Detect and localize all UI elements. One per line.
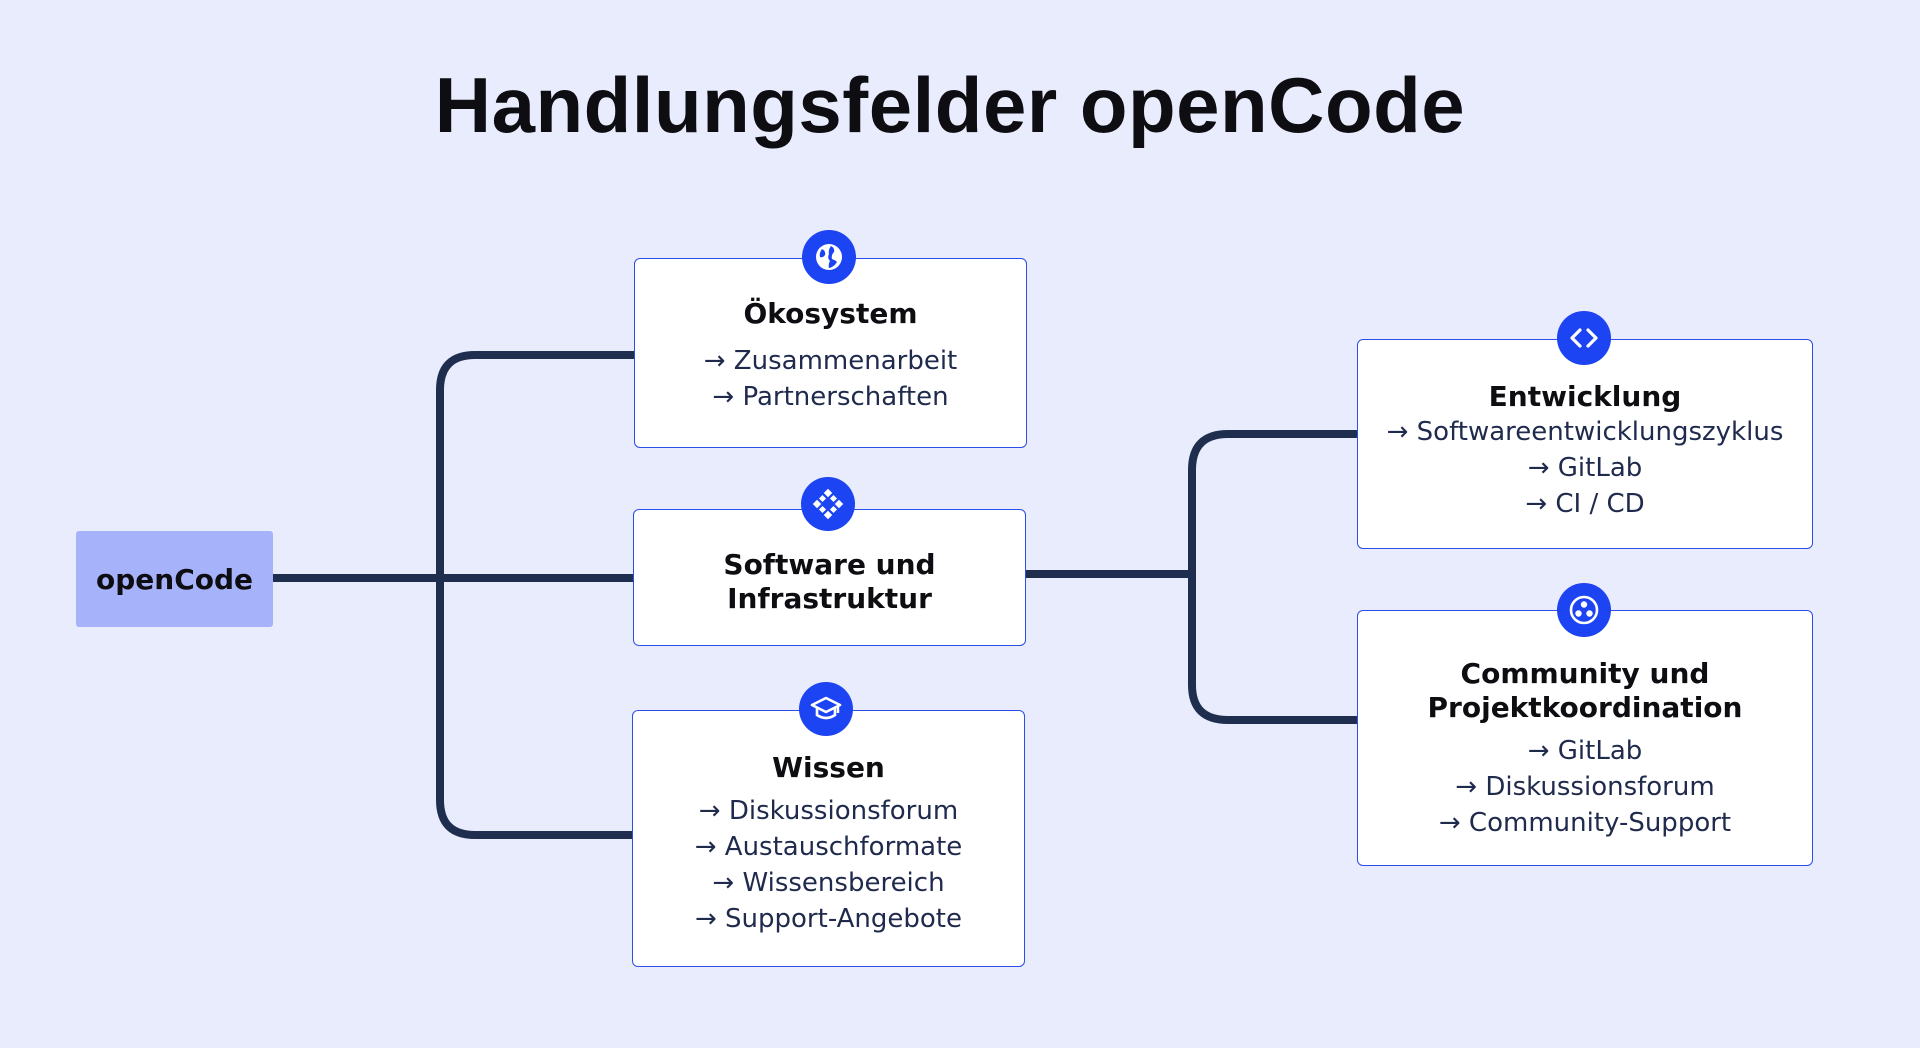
node-wissen-item: → Support-Angebote [694,904,962,934]
node-wissen-item: → Diskussionsforum [698,796,959,826]
globe-icon [802,230,856,284]
node-community-title-line1: Community und [1460,657,1710,690]
node-community-item: → GitLab [1527,736,1643,766]
community-icon [1557,583,1611,637]
node-community-projektkoordination[interactable]: Community und Projektkoordination → GitL… [1357,610,1813,866]
node-software-title-line1: Software und [723,548,936,581]
node-wissen[interactable]: Wissen → Diskussionsforum → Austauschfor… [632,710,1025,967]
connector-branch-left [436,351,638,839]
node-entwicklung-title: Entwicklung [1488,380,1682,413]
node-wissen-item: → Wissensbereich [712,868,945,898]
node-oekosystem-item: → Partnerschaften [712,382,949,412]
node-community-item: → Community-Support [1438,808,1732,838]
node-oekosystem-title: Ökosystem [743,297,918,330]
node-software-infrastruktur[interactable]: Software und Infrastruktur [633,509,1026,646]
node-entwicklung-item: → CI / CD [1525,489,1645,519]
node-wissen-title: Wissen [772,751,885,784]
root-node-opencode[interactable]: openCode [76,531,273,627]
code-icon [1557,311,1611,365]
node-community-title-line2: Projektkoordination [1427,691,1743,724]
structure-icon [801,477,855,531]
root-node-label: openCode [95,562,254,596]
diagram-title: Handlungsfelder openCode [434,61,1466,149]
node-entwicklung-item: → Softwareentwicklungszyklus [1386,417,1784,447]
node-software-title-line2: Infrastruktur [727,582,932,615]
node-entwicklung-item: → GitLab [1527,453,1643,483]
node-oekosystem-item: → Zusammenarbeit [703,346,958,376]
node-entwicklung[interactable]: Entwicklung → Softwareentwicklungszyklus… [1357,339,1813,549]
node-wissen-item: → Austauschformate [694,832,963,862]
connector-branch-right [1188,430,1360,724]
node-community-item: → Diskussionsforum [1455,772,1715,802]
graduation-cap-icon [799,682,853,736]
node-oekosystem[interactable]: Ökosystem → Zusammenarbeit → Partnerscha… [634,258,1027,448]
